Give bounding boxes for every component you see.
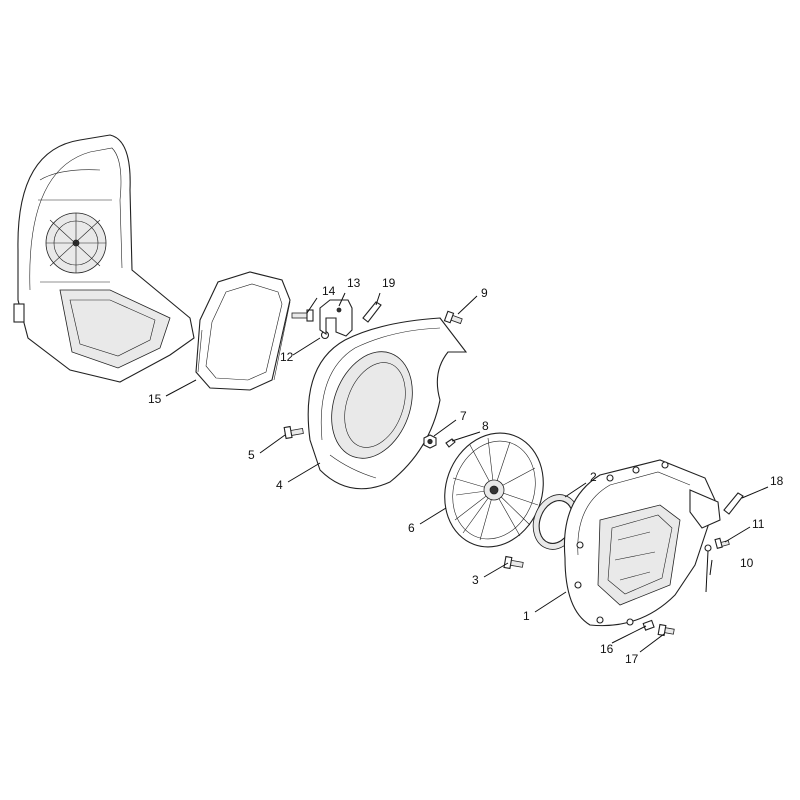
callout-17: 17 [625, 652, 639, 666]
screw-11 [714, 537, 730, 550]
callout-18: 18 [770, 474, 784, 488]
back-pad-frame [195, 271, 291, 391]
callout-4: 4 [276, 478, 283, 492]
screw-17 [657, 623, 675, 637]
backrest-frame [13, 134, 195, 383]
screw-3 [503, 555, 524, 570]
callout-1: 1 [523, 609, 530, 623]
callout-19: 19 [382, 276, 396, 290]
screw-9 [443, 310, 463, 325]
callout-2: 2 [590, 470, 597, 484]
screw-5 [283, 425, 304, 440]
rod-10 [704, 544, 712, 593]
callout-11: 11 [752, 517, 765, 531]
callout-16: 16 [600, 642, 614, 656]
fan-case-front [307, 317, 468, 490]
callout-8: 8 [482, 419, 489, 433]
callout-3: 3 [472, 573, 479, 587]
plate-19 [362, 301, 382, 323]
nut-16 [642, 619, 655, 631]
callout-7: 7 [460, 409, 467, 423]
callout-6: 6 [408, 521, 415, 535]
fan-case-rear [563, 459, 721, 627]
fan-6 [444, 432, 544, 548]
callout-5: 5 [248, 448, 255, 462]
callout-15: 15 [148, 392, 162, 406]
bracket-13 [319, 299, 353, 337]
callout-13: 13 [347, 276, 361, 290]
leader-lines [165, 292, 769, 653]
callout-14: 14 [322, 284, 336, 298]
screw-14 [291, 309, 314, 322]
nut-7 [423, 434, 437, 449]
callout-labels: 15 14 12 13 19 9 5 4 6 7 8 2 3 1 10 11 1… [148, 276, 784, 666]
plate-18 [723, 492, 744, 515]
callout-10: 10 [740, 556, 754, 570]
callout-12: 12 [280, 350, 294, 364]
callout-9: 9 [481, 286, 488, 300]
